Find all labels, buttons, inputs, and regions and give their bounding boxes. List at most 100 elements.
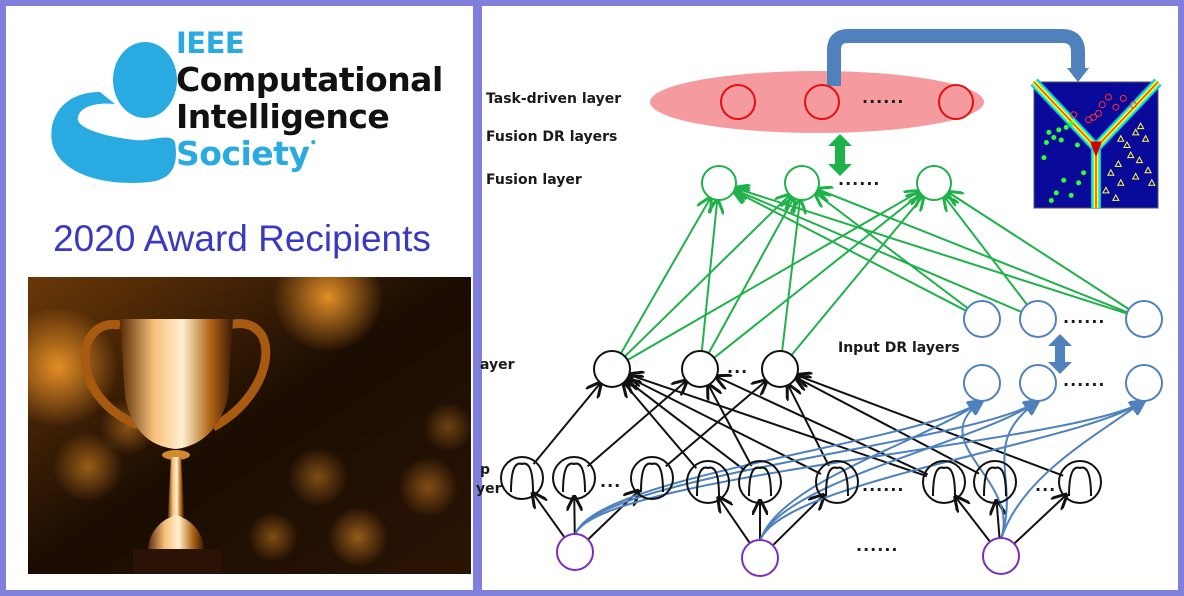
hidden-edge <box>797 375 1064 477</box>
fusion-edge <box>735 188 1129 315</box>
inset-class-c-marker <box>1116 178 1125 186</box>
award-panel: IEEE Computational Intelligence Society•… <box>6 6 473 590</box>
fusion-edge <box>781 200 800 353</box>
rbf-node <box>815 460 859 504</box>
gaussian-kernel-icon <box>696 466 720 497</box>
rbf-node <box>630 456 674 500</box>
fusion-edge <box>818 189 1129 314</box>
fusion-dr-double-arrow-icon <box>828 134 852 176</box>
inset-class-b-marker <box>1081 170 1087 176</box>
hidden-node <box>593 350 631 388</box>
input-dr-top-node <box>1019 300 1057 338</box>
gaussian-kernel-icon <box>640 462 664 493</box>
gaussian-kernel-icon <box>825 466 849 497</box>
input-dr-bottom-node <box>1019 364 1057 402</box>
inset-class-a-marker <box>1094 110 1102 117</box>
network-diagram <box>500 29 1163 577</box>
inset-class-c-marker <box>1131 128 1140 136</box>
inset-class-c-marker <box>1126 151 1135 159</box>
input-dr-edge <box>961 401 1005 540</box>
input-dr-top-node <box>963 300 1001 338</box>
label-rbf-layer-line1: p <box>480 462 491 478</box>
network-diagram-panel: Task-driven layer Fusion DR layers Fusio… <box>476 6 1178 590</box>
fusion-edge <box>623 195 790 358</box>
task-node <box>720 84 756 120</box>
inset-class-c-marker <box>1136 122 1145 130</box>
fusion-edge <box>619 198 710 355</box>
fusion-edge <box>816 193 970 310</box>
rbf-node <box>738 460 782 504</box>
ellipsis-hidden: ... <box>727 358 749 377</box>
hidden-edge <box>708 385 753 467</box>
inset-class-b-marker <box>1076 180 1082 186</box>
ellipsis-rbf-3: ... <box>1035 476 1057 495</box>
input-node <box>556 533 594 571</box>
inset-class-b-marker <box>1048 197 1054 203</box>
input-dr-edge <box>1000 401 1144 540</box>
inset-class-a-marker <box>1070 111 1078 119</box>
output-arrow-icon <box>827 29 1085 86</box>
rbf-node <box>922 460 966 504</box>
inset-class-b-marker <box>1074 142 1080 148</box>
hidden-edge <box>629 375 928 478</box>
hidden-edge <box>626 380 747 472</box>
fusion-node <box>784 165 820 201</box>
logo-ieee: IEEE <box>176 26 245 60</box>
rbf-node <box>973 460 1017 504</box>
fusion-edge <box>626 192 920 362</box>
inset-class-b-marker <box>1063 124 1069 130</box>
task-node <box>804 84 840 120</box>
inset-class-c-marker <box>1116 134 1125 142</box>
logo-society: Society• <box>176 134 317 173</box>
inset-class-c-marker <box>1123 140 1131 148</box>
ieee-cis-logo: IEEE Computational Intelligence Society• <box>6 6 473 206</box>
label-rbf-layer-line2: yer <box>476 481 502 497</box>
inset-class-b-marker <box>1041 155 1047 161</box>
hidden-edge <box>532 383 600 465</box>
input-dr-edge <box>759 401 1144 542</box>
inset-class-c-marker <box>1141 134 1150 142</box>
inset-class-c-marker <box>1144 166 1152 174</box>
inset-class-b-marker <box>1068 192 1074 198</box>
ellipsis-input: ...... <box>856 536 899 555</box>
ellipsis-input-dr-top: ...... <box>1063 308 1106 327</box>
input-edge <box>719 498 752 545</box>
logo-intelligence: Intelligence <box>176 97 390 136</box>
inset-class-c-marker <box>1102 186 1110 194</box>
fusion-node <box>916 165 952 201</box>
ellipsis-input-dr-bottom: ...... <box>1063 371 1106 390</box>
logo-society-text: Society <box>176 134 310 173</box>
input-dr-bottom-node <box>1125 364 1163 402</box>
inset-class-b-marker <box>1058 137 1064 143</box>
gaussian-kernel-icon <box>510 462 534 493</box>
rbf-node <box>686 460 730 504</box>
fusion-node <box>701 165 737 201</box>
gaussian-kernel-icon <box>983 466 1007 497</box>
inset-class-a-marker <box>1104 93 1112 101</box>
inset-class-b-marker <box>1061 177 1067 183</box>
fusion-edge <box>735 190 1023 314</box>
fusion-edge <box>707 198 794 355</box>
task-driven-ellipse <box>650 71 984 133</box>
rbf-node <box>552 456 596 500</box>
task-node <box>938 84 974 120</box>
inset-class-c-marker <box>1111 193 1120 201</box>
fusion-edge <box>712 194 920 360</box>
hidden-edge <box>628 377 822 475</box>
label-fusion-layer: Fusion layer <box>486 172 582 188</box>
gaussian-kernel-icon <box>1068 466 1092 497</box>
hidden-edge <box>624 383 698 469</box>
inset-class-a-marker <box>1112 103 1120 111</box>
gaussian-kernel-icon <box>932 466 956 497</box>
inset-class-b-marker <box>1053 190 1059 196</box>
fusion-edge <box>734 191 968 313</box>
inset-class-a-marker <box>1098 101 1106 109</box>
gaussian-kernel-icon <box>748 466 772 497</box>
inset-class-c-marker <box>1147 178 1156 186</box>
inset-class-c-marker <box>1135 156 1144 164</box>
ellipsis-rbf-1: ... <box>600 472 622 491</box>
trophy-icon <box>28 277 471 574</box>
fusion-edge <box>944 197 1029 307</box>
input-dr-top-node <box>1125 300 1163 338</box>
hidden-edge <box>788 385 830 467</box>
